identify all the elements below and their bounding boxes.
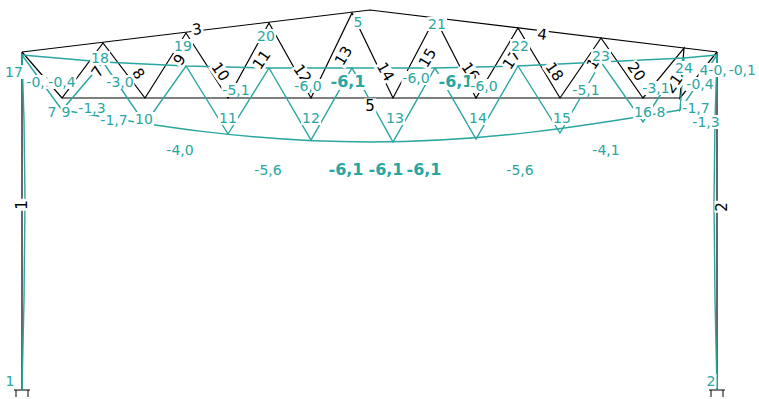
deflection-value: -5,6	[253, 163, 282, 177]
deflection-value: -1,7	[99, 113, 128, 127]
deflection-value: -6,0	[293, 79, 322, 93]
node-number: 19	[173, 39, 193, 53]
node-number: 13	[385, 111, 405, 125]
deflection-value: -6,0	[401, 71, 430, 85]
deflection-value: -6,1	[328, 162, 365, 178]
node-number: 20	[256, 29, 276, 43]
node-number: 15	[552, 111, 572, 125]
member-number: 2	[715, 201, 730, 213]
node-number: 21	[427, 17, 447, 31]
deflection-value: -4,1	[591, 143, 620, 157]
deflection-value: -3,0	[105, 75, 134, 89]
node-number: 12	[301, 111, 321, 125]
member-number: 3	[190, 22, 204, 38]
deflection-value: -1,7	[681, 101, 710, 115]
deflection-value: -5,1	[571, 83, 600, 97]
node-number: 7	[47, 105, 58, 119]
deflection-value: -5,6	[505, 163, 534, 177]
node-number: 22	[510, 39, 530, 53]
node-number: 17	[4, 65, 24, 79]
deflection-value: -6,0	[469, 79, 498, 93]
deflection-value: -3,1	[641, 81, 670, 95]
deflection-value: -6,1	[330, 74, 367, 90]
deflection-value: -6,1	[368, 162, 405, 178]
deflection-value: -6,1	[406, 162, 443, 178]
member-number: 10	[208, 59, 232, 85]
member-number: 1	[15, 199, 30, 211]
node-number: 16	[633, 105, 653, 119]
node-number: 9	[61, 105, 72, 119]
node-number: 24	[674, 61, 694, 75]
deflection-value: -1,3	[691, 115, 720, 129]
member-number: 4	[535, 27, 549, 43]
node-number: 11	[218, 111, 238, 125]
node-number: 5	[353, 15, 364, 29]
node-number: 10	[134, 112, 154, 126]
deflection-value: -0,1	[728, 63, 757, 77]
node-number: 1	[5, 374, 16, 388]
deflection-value: -0,4	[47, 75, 76, 89]
member-number: 5	[364, 99, 376, 114]
node-number: 18	[90, 51, 110, 65]
node-number: 14	[468, 111, 488, 125]
node-number: 8	[656, 105, 667, 119]
member-number: 18	[542, 59, 566, 85]
node-number: 23	[591, 49, 611, 63]
member-number: 15	[416, 45, 440, 71]
deflection-value: -4,0	[165, 143, 194, 157]
deflection-value: -0,4	[685, 77, 714, 91]
node-number: 2	[706, 374, 717, 388]
deflection-value: -5,1	[221, 83, 250, 97]
